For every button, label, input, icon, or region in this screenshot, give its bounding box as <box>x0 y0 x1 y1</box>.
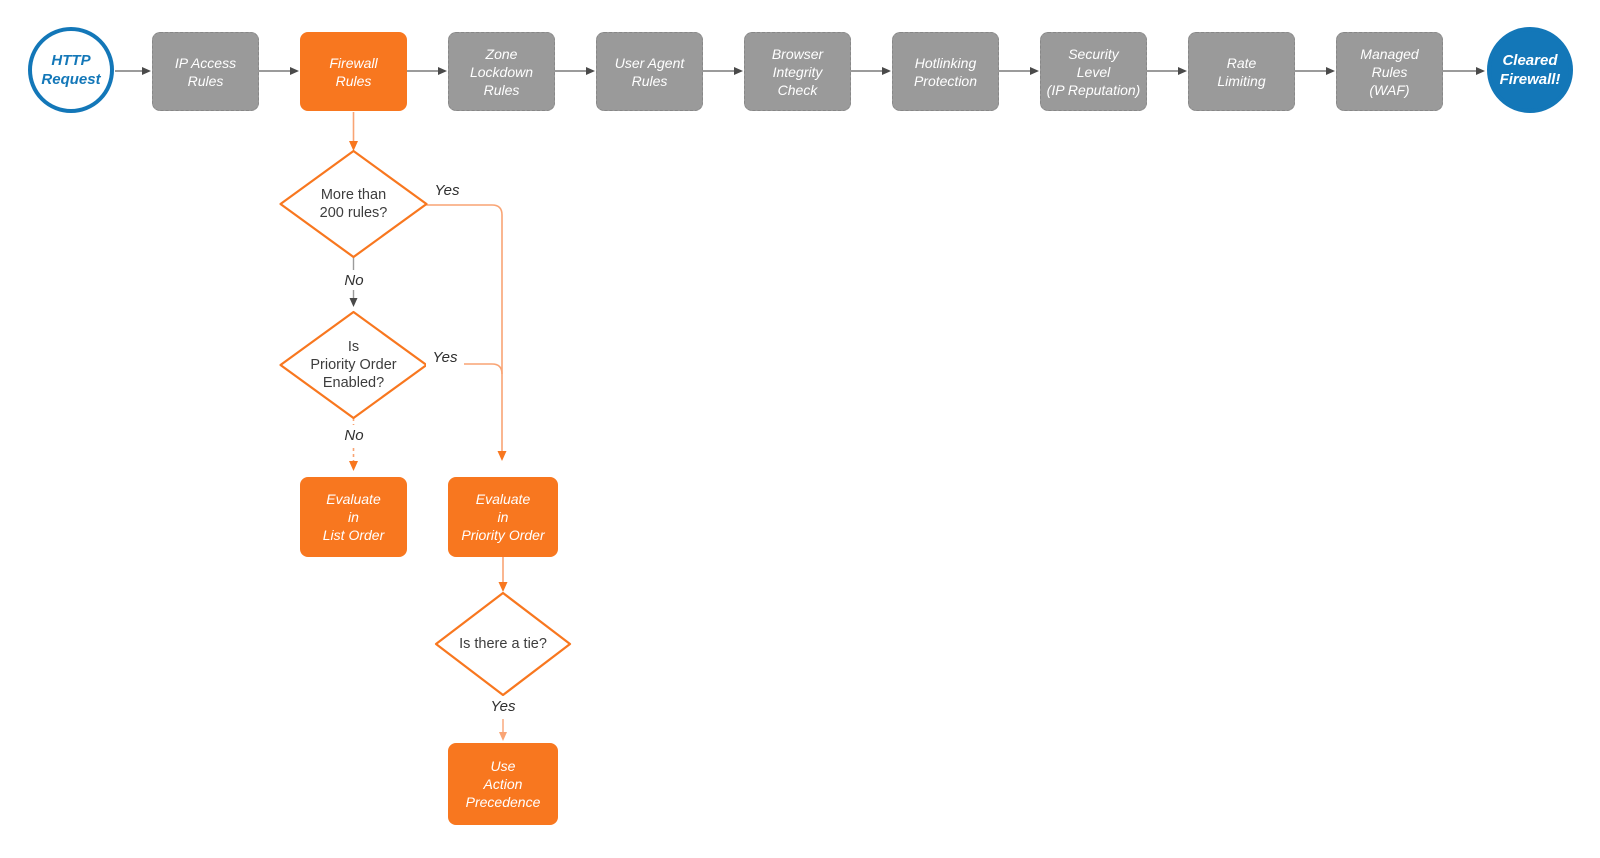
edge-label-yes3: Yes <box>484 696 522 716</box>
edge-yes2-merge <box>426 363 503 375</box>
edge-label-no1: No <box>338 270 370 290</box>
decision-tie-shape <box>434 591 572 697</box>
decision-more-than-200-shape <box>279 149 428 259</box>
end-node-cleared-firewall: Cleared Firewall! <box>1487 27 1573 113</box>
stage-browser-integrity-check: Browser Integrity Check <box>744 32 851 111</box>
stage-hotlinking-protection: Hotlinking Protection <box>892 32 999 111</box>
stage-user-agent-rules: User Agent Rules <box>596 32 703 111</box>
stage-managed-rules-waf: Managed Rules (WAF) <box>1336 32 1443 111</box>
stage-firewall-rules: Firewall Rules <box>300 32 407 111</box>
stage-zone-lockdown-rules: Zone Lockdown Rules <box>448 32 555 111</box>
start-node-http-request: HTTP Request <box>28 27 114 113</box>
stage-security-level: Security Level (IP Reputation) <box>1040 32 1147 111</box>
edge-label-no2: No <box>338 425 370 445</box>
edge-yes1-to-priority <box>426 204 507 461</box>
edge-label-yes1: Yes <box>428 180 466 200</box>
decision-tie-label: Is there a tie? <box>459 636 547 652</box>
action-evaluate-priority-order: Evaluate in Priority Order <box>448 477 558 557</box>
action-evaluate-list-order: Evaluate in List Order <box>300 477 407 557</box>
stage-ip-access-rules: IP Access Rules <box>152 32 259 111</box>
decision-more-than-200-label: More than 200 rules? <box>319 187 388 221</box>
action-use-action-precedence: Use Action Precedence <box>448 743 558 825</box>
edge-label-yes2: Yes <box>426 347 464 367</box>
stage-rate-limiting: Rate Limiting <box>1188 32 1295 111</box>
decision-priority-enabled-shape <box>279 310 428 420</box>
decision-priority-enabled-label: Is Priority Order Enabled? <box>310 339 397 391</box>
